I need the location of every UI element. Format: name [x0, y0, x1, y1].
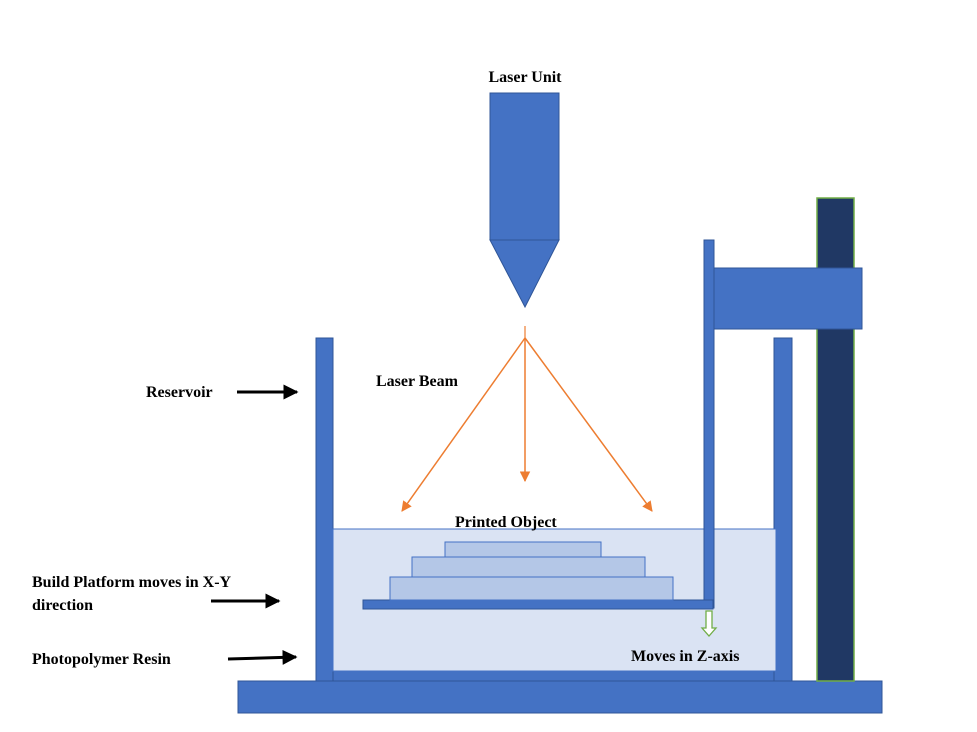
build-platform-label-line2: direction: [32, 597, 93, 614]
laser-unit-body: [489, 92, 560, 241]
laser-unit-label: Laser Unit: [488, 69, 562, 86]
printed-object-label: Printed Object: [455, 514, 557, 531]
build-platform-label-line1: Build Platform moves in X-Y: [32, 574, 232, 591]
printed-object-layer-middle: [411, 556, 646, 578]
build-platform: [362, 599, 714, 610]
reservoir-left-wall: [315, 337, 334, 682]
printed-object-layer-top: [444, 541, 602, 558]
laser-beam-left-ray: [401, 337, 526, 512]
photopolymer-resin-label: Photopolymer Resin: [32, 651, 171, 668]
elevator-arm: [709, 267, 863, 330]
base-plate: [237, 680, 883, 714]
resin-pointer-arrow: [227, 649, 298, 665]
laser-unit-nozzle: [489, 239, 560, 309]
moves-z-axis-label: Moves in Z-axis: [631, 648, 739, 665]
reservoir-right-wall: [773, 337, 793, 682]
laser-beam-right-ray: [524, 337, 653, 512]
printed-object-layer-bottom: [389, 576, 674, 601]
z-axis-arrow: [700, 610, 718, 637]
laser-beam-label: Laser Beam: [376, 373, 459, 390]
reservoir-label: Reservoir: [146, 384, 213, 401]
platform-rod: [703, 239, 715, 609]
